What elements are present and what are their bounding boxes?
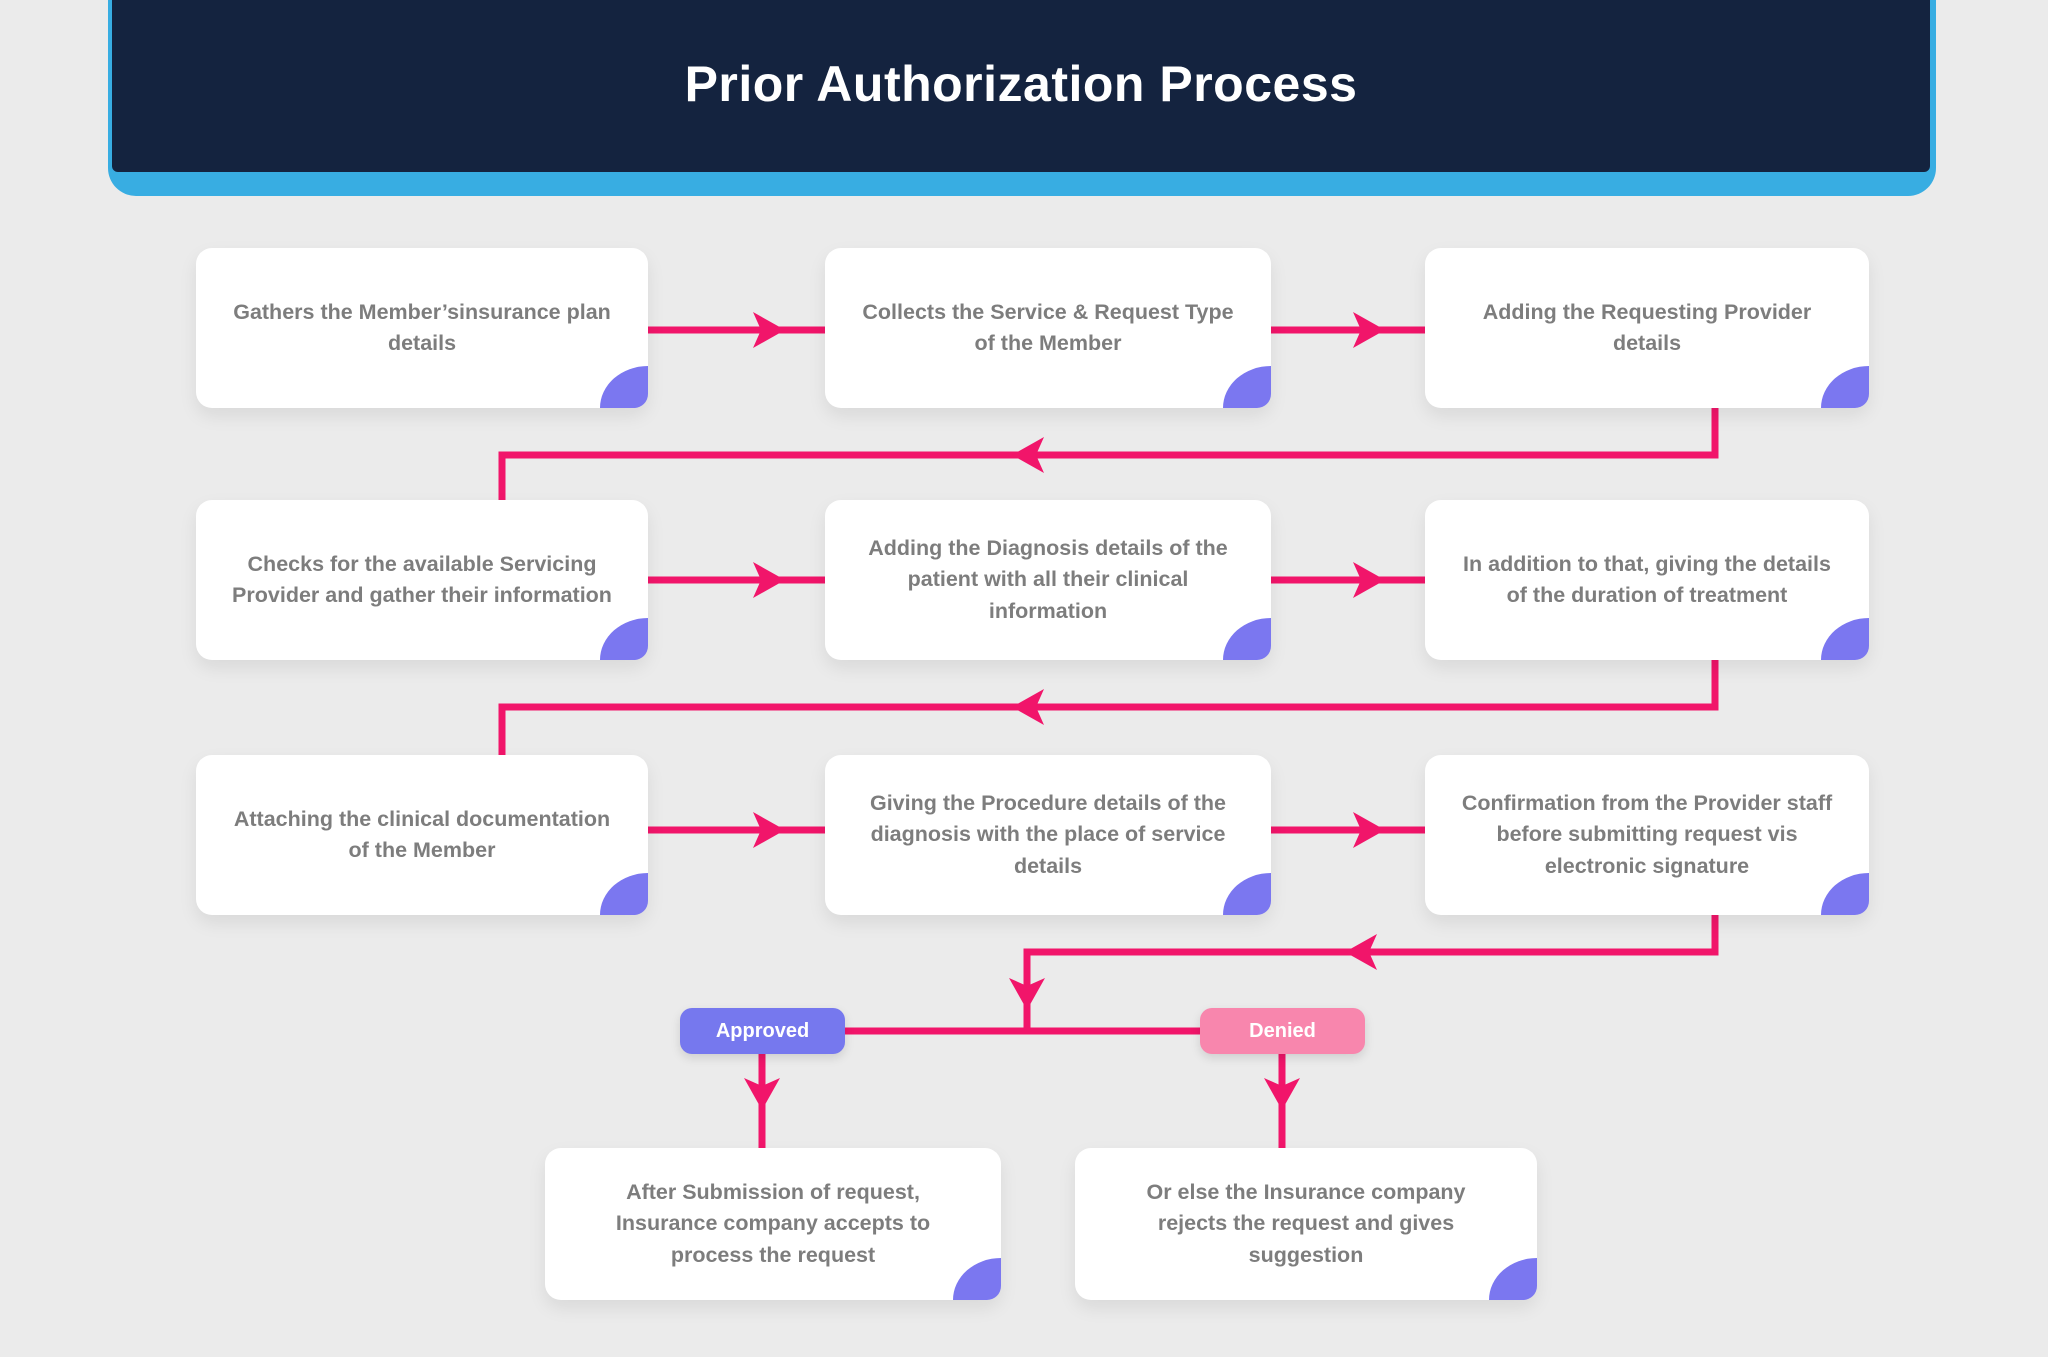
arrowhead-left-icon [1345,934,1377,970]
denied-result-card: Or else the Insurance company rejects th… [1075,1148,1537,1300]
corner-accent-shape [1821,618,1869,660]
arrowhead-right-icon [753,312,785,348]
step-7-text: Attaching the clinical documentation of … [233,806,611,862]
step-card-3: Adding the Requesting Provider details [1425,248,1869,408]
connector-step9-decision [1023,915,1719,1031]
step-card-4: Checks for the available Servicing Provi… [196,500,648,660]
step-card-2: Collects the Service & Request Type of t… [825,248,1271,408]
step-card-5: Adding the Diagnosis details of the pati… [825,500,1271,660]
approved-badge: Approved [680,1008,845,1054]
denied-badge: Denied [1200,1008,1365,1054]
approved-result-text: After Submission of request, Insurance c… [615,1180,931,1267]
step-8-text: Giving the Procedure details of the diag… [869,791,1226,878]
arrowhead-right-icon [1353,312,1385,348]
step-card-6: In addition to that, giving the details … [1425,500,1869,660]
header-banner: Prior Authorization Process [112,0,1930,172]
approved-result-card: After Submission of request, Insurance c… [545,1148,1001,1300]
step-3-text: Adding the Requesting Provider details [1482,299,1812,355]
step-9-text: Confirmation from the Provider staff bef… [1461,791,1833,878]
corner-accent-shape [600,873,648,915]
step-4-text: Checks for the available Servicing Provi… [232,551,612,607]
page-title: Prior Authorization Process [684,56,1358,112]
arrowhead-left-icon [1012,437,1044,473]
arrowhead-right-icon [753,812,785,848]
arrowhead-left-icon [1012,689,1044,725]
connector-step6-step7 [498,660,1719,755]
corner-accent-shape [1223,366,1271,408]
connector-step3-step4 [498,408,1719,500]
denied-result-text: Or else the Insurance company rejects th… [1146,1180,1466,1267]
corner-accent-shape [1821,366,1869,408]
step-1-text: Gathers the Member’sinsurance plan detai… [233,299,611,355]
step-card-7: Attaching the clinical documentation of … [196,755,648,915]
arrowhead-right-icon [1353,812,1385,848]
arrowhead-down-icon [1009,978,1045,1010]
approved-label: Approved [715,1019,810,1042]
step-2-text: Collects the Service & Request Type of t… [862,299,1234,355]
arrowhead-right-icon [1353,562,1385,598]
arrowhead-right-icon [753,562,785,598]
arrowhead-down-icon [1264,1078,1300,1110]
step-6-text: In addition to that, giving the details … [1463,551,1831,607]
step-card-1: Gathers the Member’sinsurance plan detai… [196,248,648,408]
step-card-9: Confirmation from the Provider staff bef… [1425,755,1869,915]
step-5-text: Adding the Diagnosis details of the pati… [868,536,1228,623]
corner-accent-shape [600,618,648,660]
arrowhead-down-icon [744,1078,780,1110]
step-card-8: Giving the Procedure details of the diag… [825,755,1271,915]
denied-label: Denied [1249,1019,1316,1042]
corner-accent-shape [600,366,648,408]
